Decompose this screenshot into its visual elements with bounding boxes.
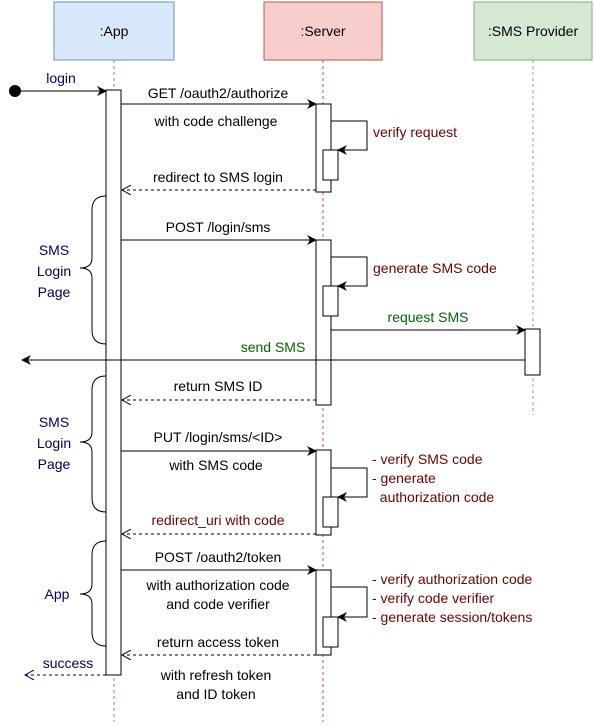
- verify-request-label: verify request: [373, 124, 457, 140]
- post-token-label-3: and code verifier: [166, 596, 270, 612]
- activation-server-1-self: [322, 149, 339, 181]
- group-label-1-line-1: SMS: [39, 242, 69, 258]
- participant-server: :Server: [263, 1, 383, 61]
- group-label-2-line-2: Login: [37, 435, 71, 451]
- token-note-2: - verify code verifier: [372, 590, 494, 606]
- participant-server-label: :Server: [300, 23, 345, 39]
- group-brace-1: [79, 195, 107, 345]
- return-token-label-1: return access token: [157, 634, 279, 650]
- verify-sms-code-note-2: - generate: [372, 470, 436, 486]
- group-label-2-line-3: Page: [38, 456, 71, 472]
- post-login-sms-label: POST /login/sms: [166, 219, 271, 235]
- activation-server-4-self: [322, 616, 339, 648]
- put-sms-label-1: PUT /login/sms/<ID>: [154, 429, 283, 445]
- participant-sms-provider: :SMS Provider: [473, 1, 593, 61]
- authorize-label-1: GET /oauth2/authorize: [148, 85, 289, 101]
- verify-request-self-arrow: [331, 120, 368, 155]
- login-label: login: [46, 70, 76, 86]
- redirect-uri-label: redirect_uri with code: [151, 512, 284, 528]
- activation-server-2: [315, 239, 332, 406]
- activation-server-3-self: [322, 496, 339, 528]
- activation-app: [105, 89, 122, 676]
- request-sms-label: request SMS: [388, 309, 469, 325]
- send-sms-label: send SMS: [241, 339, 306, 355]
- activation-sms-provider: [524, 328, 541, 376]
- group-label-2-line-1: SMS: [39, 414, 69, 430]
- generate-sms-code-label: generate SMS code: [373, 260, 497, 276]
- token-note-1: - verify authorization code: [372, 571, 533, 587]
- post-token-label-1: POST /oauth2/token: [155, 549, 282, 565]
- group-label-3: App: [45, 586, 70, 602]
- token-note-3: - generate session/tokens: [372, 609, 532, 625]
- generate-sms-code-self-arrow: [331, 256, 368, 291]
- success-label: success: [43, 655, 94, 671]
- authorize-label-2: with code challenge: [154, 113, 278, 129]
- participant-sms-provider-label: :SMS Provider: [488, 23, 579, 39]
- group-label-1-line-2: Login: [37, 263, 71, 279]
- return-token-label-2: with refresh token: [160, 667, 272, 683]
- return-token-label-3: and ID token: [176, 686, 255, 702]
- put-sms-label-2: with SMS code: [168, 457, 263, 473]
- post-token-label-2: with authorization code: [145, 577, 289, 593]
- participant-app: :App: [53, 1, 175, 61]
- verify-sms-code-self-arrow: [331, 467, 368, 502]
- participant-app-label: :App: [100, 23, 129, 39]
- activation-server-2-self: [322, 285, 339, 317]
- group-brace-3: [79, 540, 107, 647]
- group-label-1-line-3: Page: [38, 284, 71, 300]
- verify-sms-code-note-1: - verify SMS code: [372, 451, 483, 467]
- redirect-sms-login-label: redirect to SMS login: [153, 169, 283, 185]
- verify-sms-code-note-3: authorization code: [372, 489, 494, 505]
- verify-token-self-arrow: [331, 586, 368, 622]
- return-sms-id-label: return SMS ID: [174, 378, 263, 394]
- group-brace-2: [79, 375, 107, 513]
